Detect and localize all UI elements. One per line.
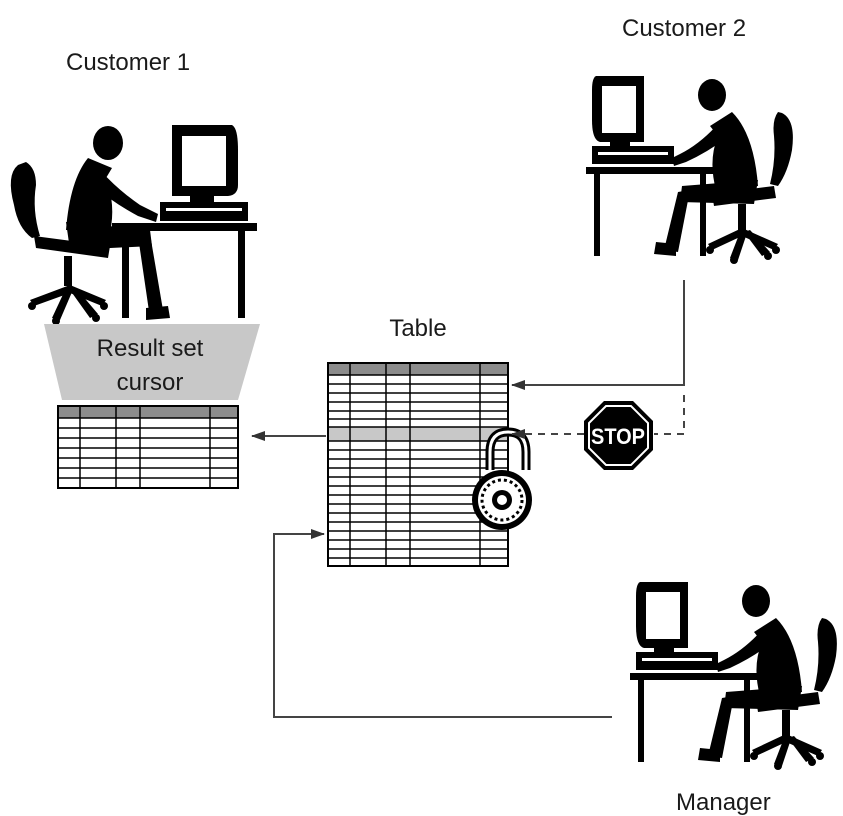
manager-label: Manager bbox=[676, 789, 771, 816]
padlock-icon bbox=[472, 427, 532, 530]
result-set-label-line1: Result set bbox=[97, 335, 204, 362]
database-table bbox=[327, 362, 509, 567]
result-set-label-line2: cursor bbox=[117, 369, 184, 396]
result-set-table bbox=[57, 405, 239, 489]
manager-update-connector bbox=[273, 529, 612, 718]
customer2-blocked-connector bbox=[511, 395, 685, 439]
customer1-label: Customer 1 bbox=[66, 49, 190, 76]
customer1-workstation-icon bbox=[10, 125, 257, 325]
customer2-read-connector bbox=[511, 280, 685, 390]
manager-workstation-icon bbox=[630, 582, 837, 770]
result-set-funnel bbox=[44, 324, 260, 400]
stop-sign-text: STOP bbox=[591, 424, 645, 449]
stop-sign-icon: STOP bbox=[584, 401, 653, 470]
table-label: Table bbox=[389, 315, 446, 342]
customer2-workstation-icon bbox=[586, 76, 793, 264]
customer2-label: Customer 2 bbox=[622, 15, 746, 42]
